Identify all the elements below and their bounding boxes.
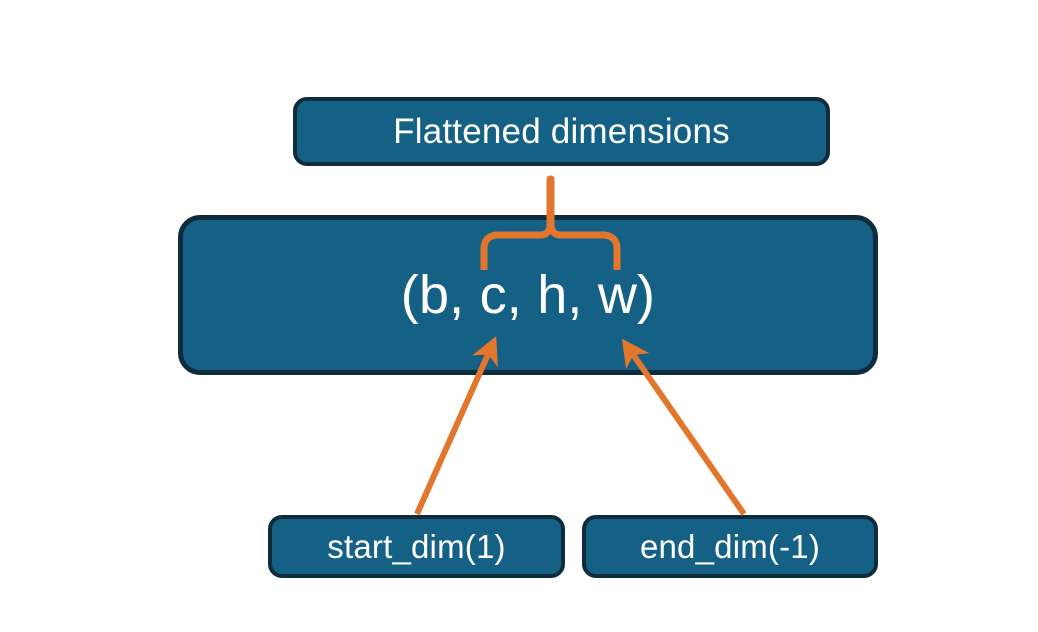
end-dim-box[interactable]: end_dim(-1) (582, 515, 878, 578)
tensor-shape-label: (b, c, h, w) (400, 265, 656, 325)
start-dim-box[interactable]: start_dim(1) (268, 515, 565, 578)
flattened-dimensions-label: Flattened dimensions (393, 111, 730, 151)
start-dim-label: start_dim(1) (327, 527, 506, 565)
tensor-shape-box[interactable]: (b, c, h, w) (178, 215, 878, 375)
flattened-dimensions-box[interactable]: Flattened dimensions (293, 97, 830, 166)
end-dim-label: end_dim(-1) (639, 527, 821, 565)
